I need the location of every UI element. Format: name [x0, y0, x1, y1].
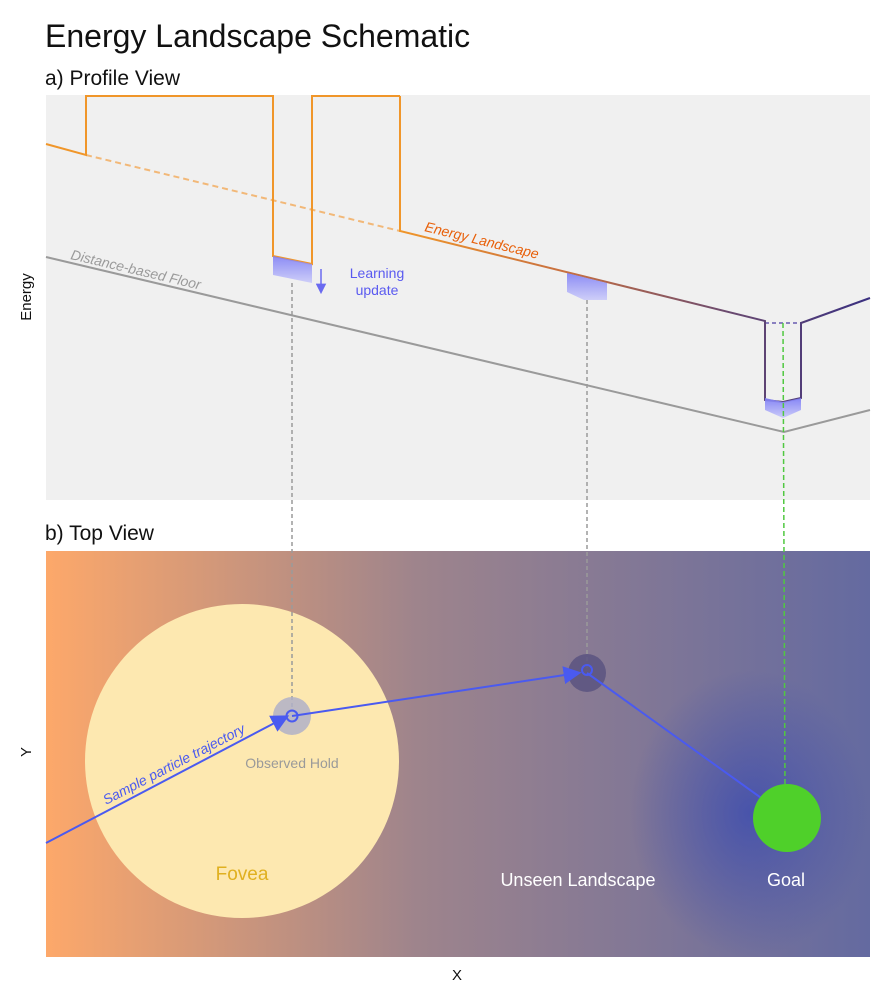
- learning-update-label-line2: update: [356, 282, 399, 298]
- unseen-landscape-label: Unseen Landscape: [500, 870, 655, 890]
- learning-dip-middle: [567, 273, 607, 300]
- panel-b-title: b) Top View: [45, 522, 155, 545]
- learning-dip-observed-hold: [273, 256, 312, 283]
- goal-glow: [630, 670, 870, 957]
- distance-floor-line: [45, 256, 871, 434]
- trajectory-segment-2: [291, 666, 582, 717]
- y-axis-label: Y: [18, 747, 35, 757]
- fovea-circle: [85, 604, 399, 918]
- connector-goal: [782, 322, 786, 791]
- fovea-label: Fovea: [216, 864, 269, 885]
- panel-a-title: a) Profile View: [45, 67, 181, 90]
- figure-title: Energy Landscape Schematic: [45, 18, 470, 54]
- energy-axis-label: Energy: [18, 273, 35, 321]
- x-axis-label: X: [452, 967, 462, 984]
- middle-hold-center: [581, 664, 593, 676]
- energy-landscape-left: [45, 95, 400, 266]
- trajectory-segment-1: [45, 715, 290, 844]
- trajectory-segment-3: [586, 672, 781, 813]
- energy-landscape-dashed-segment: [85, 154, 401, 232]
- learning-update-label-line1: Learning: [350, 265, 405, 281]
- profile-panel-background: [46, 95, 870, 500]
- goal-label: Goal: [767, 870, 805, 890]
- observed-hold-label: Observed Hold: [245, 755, 338, 771]
- goal-marker: [753, 784, 821, 852]
- observed-hold-center: [285, 709, 299, 723]
